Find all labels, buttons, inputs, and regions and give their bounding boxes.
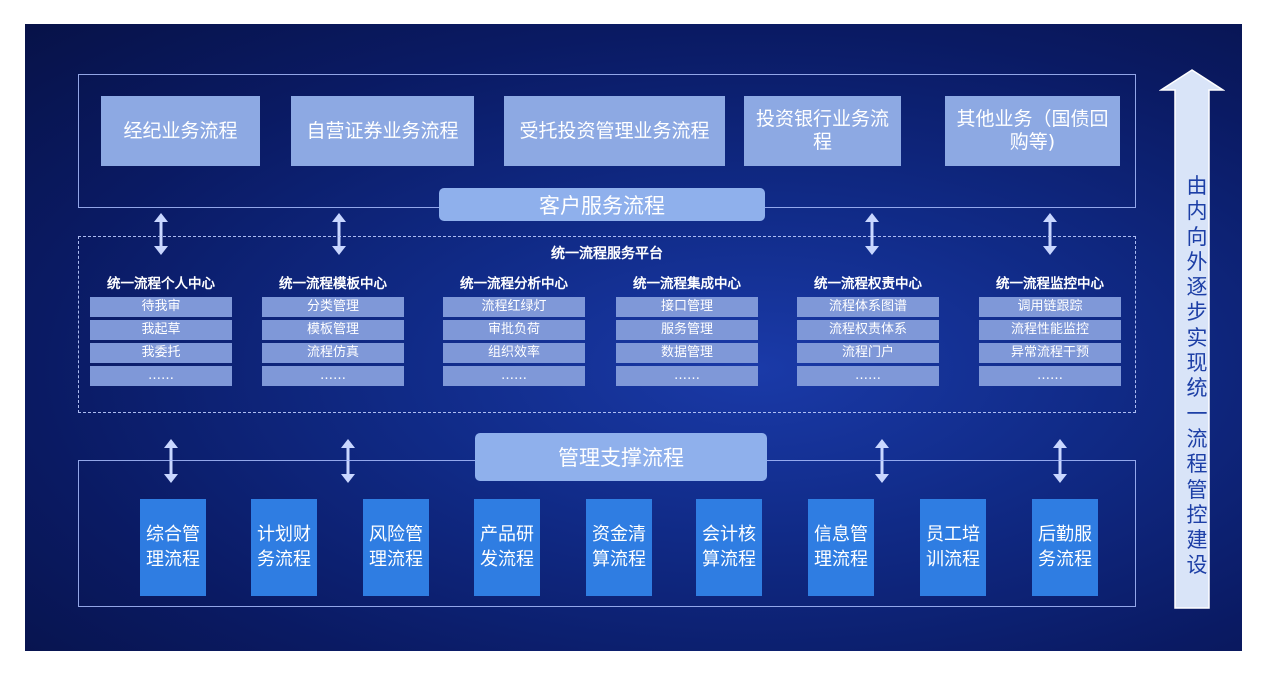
center-item: …… — [616, 366, 758, 386]
center-item: 接口管理 — [616, 297, 758, 317]
center-item: 异常流程干预 — [979, 343, 1121, 363]
center-item: 服务管理 — [616, 320, 758, 340]
management-flow-box: 信息管理流程 — [808, 499, 874, 596]
management-flow-box: 风险管理流程 — [363, 499, 429, 596]
management-flow-box: 资金清算流程 — [586, 499, 652, 596]
double-arrow-icon — [164, 439, 178, 483]
center-item: 流程权责体系 — [797, 320, 939, 340]
double-arrow-icon — [1053, 439, 1067, 483]
management-flow-box: 综合管理流程 — [140, 499, 206, 596]
up-arrow-icon — [1159, 69, 1225, 609]
center-item: 组织效率 — [443, 343, 585, 363]
platform-frame — [78, 236, 1136, 413]
center-item: …… — [262, 366, 404, 386]
center-item: …… — [979, 366, 1121, 386]
top-flow-box: 受托投资管理业务流程 — [504, 96, 725, 166]
customer-service-banner: 客户服务流程 — [439, 188, 765, 221]
center-item: 流程门户 — [797, 343, 939, 363]
center-item: 模板管理 — [262, 320, 404, 340]
center-item: 我起草 — [90, 320, 232, 340]
management-banner: 管理支撑流程 — [475, 433, 767, 481]
center-item: 流程红绿灯 — [443, 297, 585, 317]
center-item: …… — [797, 366, 939, 386]
management-flow-box: 产品研发流程 — [474, 499, 540, 596]
management-flow-box: 后勤服务流程 — [1032, 499, 1098, 596]
top-flow-box: 其他业务（国债回购等) — [945, 96, 1120, 166]
center-column: 统一流程权责中心 流程体系图谱 流程权责体系 流程门户 …… — [797, 273, 939, 389]
center-item: 审批负荷 — [443, 320, 585, 340]
top-flow-box: 投资银行业务流程 — [744, 96, 901, 166]
center-title: 统一流程个人中心 — [107, 276, 215, 292]
center-item: …… — [90, 366, 232, 386]
center-column: 统一流程分析中心 流程红绿灯 审批负荷 组织效率 …… — [443, 273, 585, 389]
center-item: 流程性能监控 — [979, 320, 1121, 340]
center-title: 统一流程分析中心 — [460, 276, 568, 292]
double-arrow-icon — [341, 439, 355, 483]
center-title: 统一流程监控中心 — [996, 276, 1104, 292]
double-arrow-icon — [875, 439, 889, 483]
management-flow-box: 会计核算流程 — [696, 499, 762, 596]
top-flow-box: 自营证券业务流程 — [291, 96, 474, 166]
center-column: 统一流程监控中心 调用链跟踪 流程性能监控 异常流程干预 …… — [979, 273, 1121, 389]
side-arrow-text: 由内向外逐步实现统一流程管控建设 — [1186, 174, 1208, 578]
center-item: 流程仿真 — [262, 343, 404, 363]
center-column: 统一流程模板中心 分类管理 模板管理 流程仿真 …… — [262, 273, 404, 389]
center-item: 我委托 — [90, 343, 232, 363]
center-item: 数据管理 — [616, 343, 758, 363]
center-item: 调用链跟踪 — [979, 297, 1121, 317]
double-arrow-icon — [332, 213, 346, 255]
double-arrow-icon — [1043, 213, 1057, 255]
center-item: …… — [443, 366, 585, 386]
platform-title: 统一流程服务平台 — [551, 246, 663, 262]
center-column: 统一流程集成中心 接口管理 服务管理 数据管理 …… — [616, 273, 758, 389]
management-flow-box: 员工培训流程 — [920, 499, 986, 596]
center-title: 统一流程集成中心 — [633, 276, 741, 292]
double-arrow-icon — [154, 213, 168, 255]
center-item: 分类管理 — [262, 297, 404, 317]
management-flow-box: 计划财务流程 — [251, 499, 317, 596]
center-column: 统一流程个人中心 待我审 我起草 我委托 …… — [90, 273, 232, 389]
double-arrow-icon — [865, 213, 879, 255]
diagram-canvas: 经纪业务流程 自营证券业务流程 受托投资管理业务流程 投资银行业务流程 其他业务… — [25, 24, 1242, 651]
center-title: 统一流程权责中心 — [814, 276, 922, 292]
center-item: 流程体系图谱 — [797, 297, 939, 317]
top-flow-box: 经纪业务流程 — [101, 96, 260, 166]
center-item: 待我审 — [90, 297, 232, 317]
center-title: 统一流程模板中心 — [279, 276, 387, 292]
